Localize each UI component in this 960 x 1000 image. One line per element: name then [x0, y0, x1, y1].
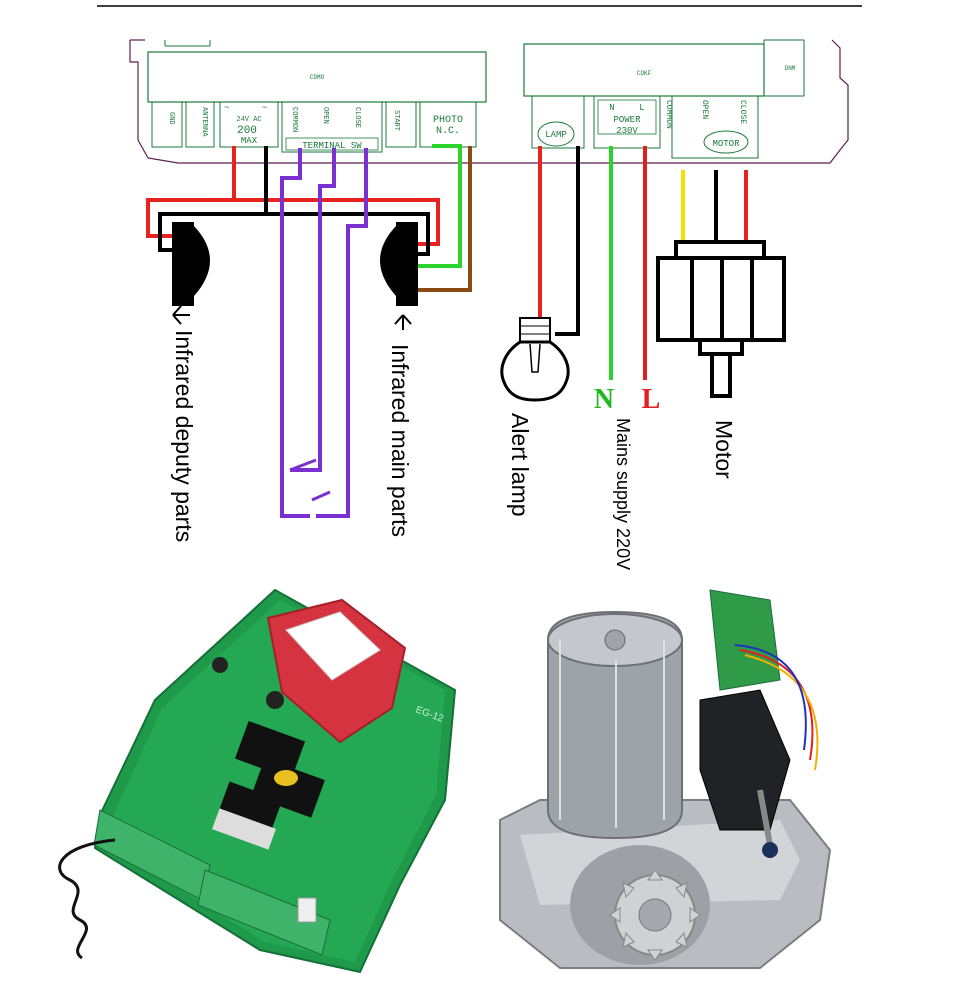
ac-label-top: 24V AC [236, 116, 261, 124]
power-l-label: L [639, 103, 644, 113]
wires [146, 144, 748, 518]
n-letter: N [594, 384, 614, 415]
buzzer-icon [274, 770, 298, 786]
bulb-icon [500, 340, 570, 402]
power-n-label: N [609, 103, 614, 113]
mains-supply: N L Mains supply 220V [594, 384, 660, 570]
ac-label-bottom: MAX [241, 136, 258, 146]
motor-close-label: CLOSE [738, 100, 747, 124]
infrared-main-label: Infrared main parts [387, 344, 413, 537]
deputy-arrow-icon [172, 305, 190, 325]
infrared-deputy-label: Infrared deputy parts [171, 330, 197, 542]
ac-tilde-right: ~ [262, 103, 267, 113]
mains-supply-label: Mains supply 220V [613, 418, 633, 570]
gear-icon [609, 869, 701, 961]
ac-label-mid: 200 [237, 125, 257, 137]
control-board-photo: EG-12 [58, 588, 457, 974]
close-label: CLOSE [353, 107, 361, 128]
ac-tilde-left: ~ [224, 103, 229, 113]
right-terminal-module: CDKF DNM LAMP N L POWER 230V COMMON OPEN… [523, 39, 805, 159]
gate-motor-photo [499, 589, 832, 969]
main-arrow-icon [394, 314, 412, 330]
motor-open-label: OPEN [700, 100, 709, 119]
l-letter: L [642, 384, 661, 415]
power-label: POWER [613, 115, 641, 125]
antenna-coil-icon [58, 838, 116, 960]
start-label: START [392, 110, 400, 131]
lamp-label: LAMP [545, 130, 567, 140]
left-module-label: CDMO [310, 74, 325, 81]
limit-board-icon [709, 589, 781, 691]
control-board-outline [129, 39, 849, 164]
photo-label-top: PHOTO [433, 115, 463, 126]
release-knob-icon [762, 842, 778, 858]
transformer-label-icon [285, 611, 381, 681]
dnm-label: DNM [785, 65, 796, 72]
power-voltage: 230V [616, 126, 638, 136]
common-label: COMMON [290, 107, 298, 132]
motor-common-label: COMMON [664, 100, 673, 129]
motor-symbol: Motor [656, 240, 786, 479]
motor-terminal-label: MOTOR [712, 139, 740, 149]
infrared-deputy-unit: Infrared deputy parts [171, 222, 210, 542]
terminal-sw-label: TERMINAL SW [302, 141, 362, 151]
motor-label: Motor [711, 420, 737, 479]
antenna-label: ANTENNA [200, 107, 208, 137]
gnd-label: GND [167, 112, 175, 125]
left-terminal-module: CDMO GND ANTENNA ~ ~ 24V AC 200 MAX COMM… [147, 40, 487, 153]
fuse-icon [212, 808, 276, 850]
alert-lamp: Alert lamp [500, 317, 570, 517]
open-label: OPEN [321, 107, 329, 124]
alert-lamp-label: Alert lamp [507, 413, 533, 517]
infrared-main-unit: Infrared main parts [380, 222, 418, 537]
photo-label-bottom: N.C. [436, 126, 460, 137]
right-module-label: CDKF [637, 70, 652, 77]
